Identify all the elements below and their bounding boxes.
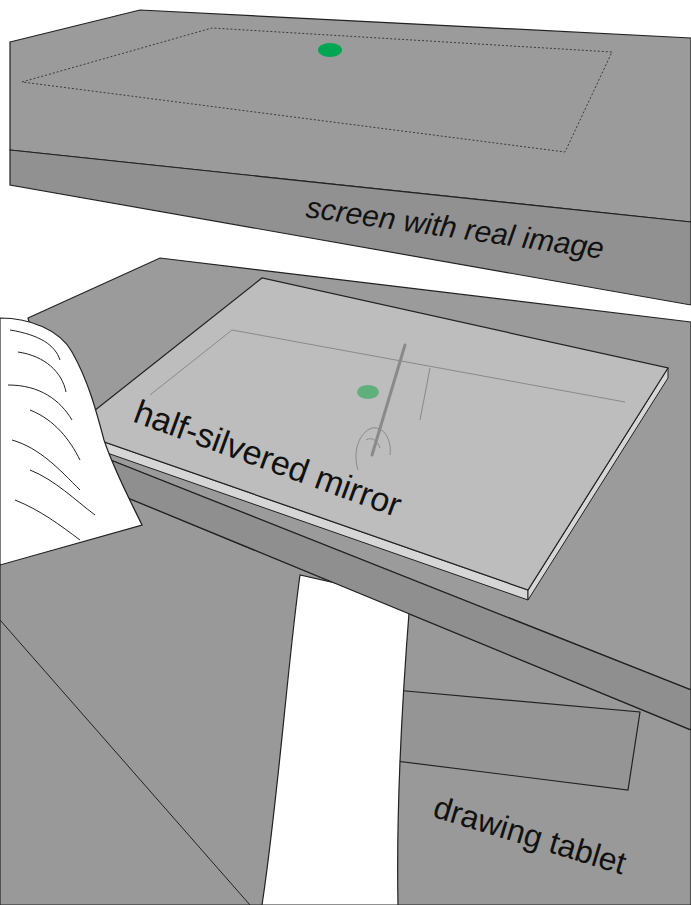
mirror-plate bbox=[70, 278, 668, 590]
left-hand bbox=[0, 318, 142, 565]
reflected-edge bbox=[150, 330, 625, 402]
virtual-dot bbox=[357, 385, 379, 399]
panel-edge bbox=[0, 620, 250, 905]
tablet-label: drawing tablet bbox=[430, 791, 630, 880]
hand-lines bbox=[8, 330, 95, 540]
image-area bbox=[22, 28, 612, 152]
tablet-outline bbox=[388, 690, 640, 790]
mirror-label: half-silvered mirror bbox=[130, 394, 406, 522]
reflected-edge bbox=[420, 368, 430, 420]
target-dot bbox=[318, 43, 342, 57]
arm bbox=[262, 575, 410, 905]
screen-label: screen with real image bbox=[304, 192, 605, 263]
seen-hand bbox=[356, 428, 390, 470]
